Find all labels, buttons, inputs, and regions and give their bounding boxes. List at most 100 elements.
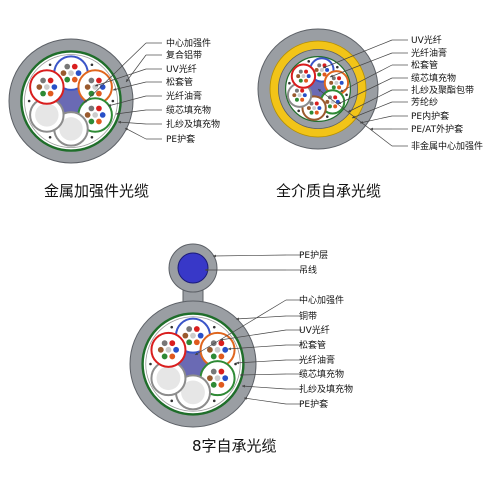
optical-fiber (165, 346, 172, 353)
leader-arrowhead (126, 78, 129, 82)
optical-fiber (333, 104, 338, 109)
leader-line (124, 127, 147, 140)
label-fiber-gel: 光纤油膏 (411, 47, 447, 59)
label-core-filler: 缆芯填充物 (166, 104, 211, 116)
optical-fiber (222, 346, 229, 353)
optical-fiber (186, 339, 193, 346)
metal-cable-leaders (83, 42, 162, 140)
leader-line (227, 344, 287, 350)
leader-line (322, 39, 393, 69)
binder-yarn (325, 115, 329, 118)
optical-fiber (40, 90, 46, 97)
label-aramid-yarn: 芳纶纱 (411, 96, 438, 108)
optical-fiber (88, 90, 95, 97)
binder-yarn (288, 81, 291, 85)
leader-line (239, 373, 287, 376)
binder-yarn (212, 325, 216, 329)
optical-fiber (333, 95, 338, 100)
leader-arrowhead (330, 74, 334, 78)
label-binder-and-filler: 扎纱及填充物 (299, 383, 353, 395)
optical-fiber (43, 84, 50, 90)
binder-yarn (111, 99, 115, 103)
optical-fiber (186, 326, 193, 332)
optical-fiber (71, 63, 78, 70)
optical-fiber (96, 77, 102, 84)
optical-fiber (322, 63, 327, 68)
dielectric-cable-leaders (317, 39, 408, 147)
figure8-cable-caption: 8字自承光缆 (192, 437, 277, 455)
binder-yarn (90, 135, 94, 139)
leader-arrowhead (84, 99, 88, 103)
optical-fiber (300, 97, 305, 102)
label-nonmetal-center-strength-member: 非金属中心加强件 (411, 140, 483, 152)
metal-cable-diagram: 中心加强件 复合铝带 UV光纤 松套管 光纤油膏 缆芯填充物 扎纱及填充物 PE… (8, 37, 220, 200)
optical-fiber (207, 346, 213, 353)
leader-arrowhead (116, 112, 120, 115)
optical-fiber (335, 99, 340, 104)
optical-fiber (331, 85, 336, 90)
optical-fiber (298, 78, 303, 83)
optical-fiber (88, 105, 95, 112)
leader-arrowhead (220, 338, 224, 341)
leader-arrowhead (240, 373, 243, 377)
optical-fiber (75, 70, 82, 76)
label-center-strength-member: 中心加强件 (166, 37, 211, 49)
label-binder-and-filler: 扎纱及填充物 (166, 118, 220, 130)
optical-fiber (222, 375, 229, 382)
leader-line (107, 95, 147, 107)
leader-arrowhead (323, 65, 327, 69)
label-binder-polyester-tape: 扎纱及聚酯包带 (411, 84, 474, 96)
leader-line (351, 101, 393, 119)
optical-fiber (161, 340, 168, 347)
optical-fiber (88, 77, 95, 84)
label-uv-fiber: UV光纤 (299, 324, 330, 336)
optical-fiber (92, 112, 99, 118)
leader-line (125, 54, 147, 83)
binder-yarn (48, 135, 52, 139)
optical-fiber (47, 90, 54, 97)
label-pe-inner-sheath: PE内护套 (411, 110, 449, 122)
label-core-filler: 缆芯填充物 (411, 72, 456, 84)
optical-fiber (193, 339, 200, 346)
optical-fiber (84, 112, 91, 118)
optical-fiber (292, 93, 297, 98)
optical-fiber (334, 80, 339, 85)
leader-arrowhead (125, 128, 129, 131)
optical-fiber (60, 70, 67, 76)
optical-fiber (314, 67, 319, 72)
leader-line (337, 77, 393, 105)
figure8-cable-labels: PE护层 吊线 中心加强件 铜带 UV光纤 松套管 光纤油膏 缆芯填充物 扎纱及… (299, 249, 353, 410)
optical-fiber (317, 106, 322, 111)
leader-arrowhead (352, 115, 356, 119)
optical-fiber (71, 76, 78, 83)
optical-fiber (296, 74, 301, 79)
leader-arrowhead (244, 397, 248, 400)
optical-fiber (331, 76, 336, 81)
dielectric-cable-caption: 全介质自承光缆 (276, 182, 381, 200)
optical-fiber (173, 346, 179, 353)
leader-arrowhead (370, 127, 373, 131)
optical-fiber (327, 95, 332, 100)
optical-fiber (309, 101, 314, 106)
optical-fiber (314, 110, 319, 115)
optical-fiber (306, 74, 311, 79)
optical-fiber (64, 76, 71, 83)
leader-arrowhead (242, 384, 245, 388)
leader-line (329, 52, 393, 78)
leader-line (117, 121, 147, 125)
optical-fiber (317, 63, 322, 68)
metal-cable-labels: 中心加强件 复合铝带 UV光纤 松套管 光纤油膏 缆芯填充物 扎纱及填充物 PE… (166, 37, 220, 145)
optical-fiber (298, 69, 303, 74)
leader-line (112, 81, 147, 91)
optical-fiber (197, 332, 204, 339)
leader-arrowhead (118, 120, 121, 124)
binder-yarn (90, 63, 94, 67)
optical-fiber (96, 105, 102, 112)
optical-fiber (314, 101, 319, 106)
optical-fiber (169, 353, 176, 360)
filler-core (35, 103, 59, 127)
label-copper-tape: 铜带 (299, 310, 317, 322)
binder-yarn (234, 362, 237, 366)
